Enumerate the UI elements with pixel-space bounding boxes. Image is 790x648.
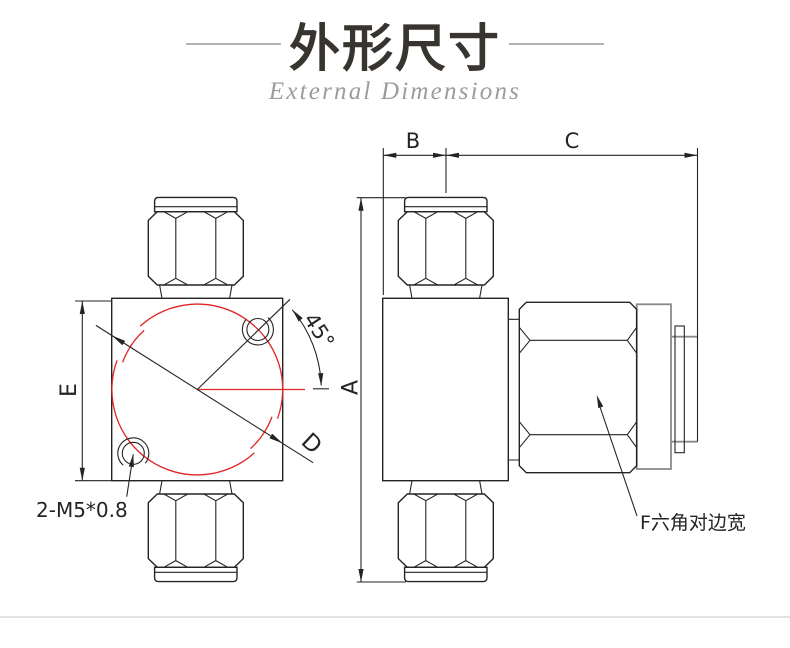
dim-e-arrow-top bbox=[79, 301, 85, 314]
thread-callout-label: 2-M5*0.8 bbox=[36, 498, 128, 522]
angle-arc-arrow-lower bbox=[318, 373, 324, 386]
hex-callout-arrow bbox=[596, 395, 604, 409]
subtitle-text: External Dimensions bbox=[268, 78, 522, 105]
page-title: 外形尺寸 bbox=[0, 14, 790, 79]
thread-callout-arrow bbox=[128, 454, 134, 468]
bolt-circle-arc-lower bbox=[250, 416, 273, 450]
dim-bc-lines bbox=[382, 148, 698, 295]
angle-radial-line bbox=[196, 298, 291, 390]
bolt-circle bbox=[111, 303, 284, 476]
dim-e-lines bbox=[75, 300, 111, 482]
angle-label-45: 45° bbox=[299, 309, 339, 353]
dim-label-e: E bbox=[57, 383, 82, 397]
diagonal-arrow-upper bbox=[111, 335, 126, 346]
hex-callout-label: F六角对边宽 bbox=[640, 512, 746, 534]
dim-e-arrow-bottom bbox=[79, 467, 85, 481]
hole-bottom-left-thread-arc bbox=[117, 437, 150, 466]
front-top-nut bbox=[147, 196, 245, 299]
dim-label-c: C bbox=[565, 129, 580, 153]
side-collar-cylinder bbox=[635, 303, 672, 470]
dim-a-arrow-top bbox=[358, 197, 364, 211]
side-ring-plate bbox=[674, 325, 685, 454]
side-hex-facet-lines bbox=[530, 339, 628, 436]
title-left-rule bbox=[185, 43, 281, 45]
hole-top-right-thread-arc bbox=[241, 317, 274, 346]
dim-a-lines bbox=[356, 197, 406, 583]
bolt-circle-arc-upper bbox=[121, 329, 145, 363]
side-hex-fitting bbox=[518, 301, 638, 474]
dim-b-arrow-left bbox=[383, 152, 397, 158]
hole-top-right bbox=[246, 317, 270, 342]
side-hex-chamfer-marks bbox=[518, 326, 638, 449]
dim-c-arrow-right bbox=[684, 152, 698, 158]
side-neck-lines bbox=[508, 318, 520, 461]
front-view: E D 45° 2-M5*0.8 bbox=[36, 196, 339, 583]
title-text: 外形尺寸 bbox=[288, 20, 501, 79]
dim-a-arrow-bottom bbox=[358, 569, 364, 582]
diagonal-arrow-lower bbox=[269, 433, 283, 444]
angle-arc-arrow-upper bbox=[292, 309, 303, 322]
dim-b-arrow-right bbox=[433, 152, 446, 158]
dim-c-arrow-left bbox=[446, 152, 459, 158]
side-view: A B C F六角对边宽 bbox=[339, 129, 746, 583]
dim-label-a: A bbox=[339, 380, 364, 395]
side-bottom-nut bbox=[397, 480, 494, 583]
front-bottom-nut bbox=[147, 480, 245, 583]
hex-callout-leader bbox=[598, 403, 638, 517]
side-body bbox=[382, 297, 510, 482]
title-right-rule bbox=[509, 43, 604, 45]
dim-label-b: B bbox=[406, 129, 420, 153]
side-top-nut bbox=[397, 196, 494, 299]
